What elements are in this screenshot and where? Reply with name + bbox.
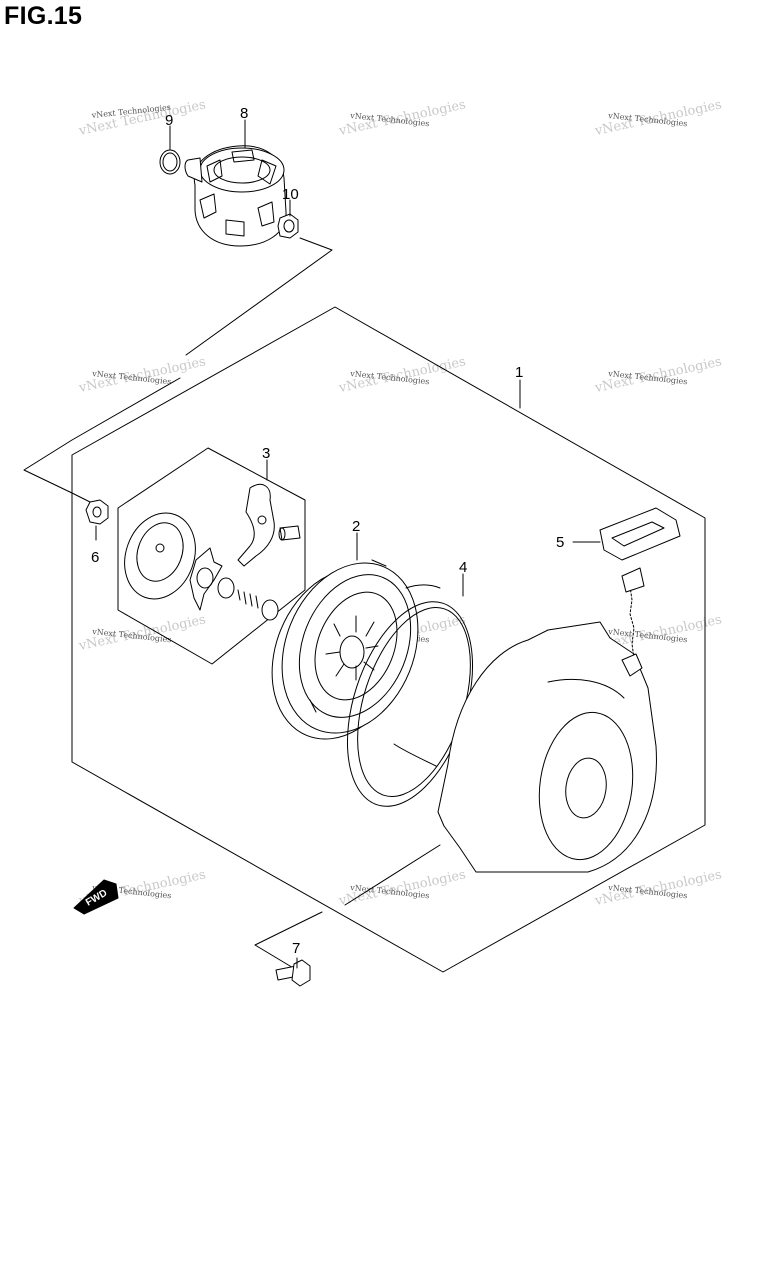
starter-rope bbox=[621, 585, 643, 677]
callout-1: 1 bbox=[515, 364, 523, 381]
callout-10: 10 bbox=[282, 186, 299, 203]
ratchet-guide bbox=[189, 547, 223, 611]
friction-plate bbox=[124, 512, 196, 600]
bolt-part-7 bbox=[275, 959, 311, 987]
callout-8: 8 bbox=[240, 105, 248, 122]
ratchet-kit-frame bbox=[117, 447, 306, 665]
ratchet-spring bbox=[217, 577, 279, 621]
starter-pulley-part-8 bbox=[184, 145, 287, 247]
starter-handle-part-5 bbox=[599, 507, 681, 593]
figure-title: FIG.15 bbox=[4, 2, 83, 30]
callout-7: 7 bbox=[292, 940, 300, 957]
starter-case bbox=[437, 621, 657, 873]
callout-3: 3 bbox=[262, 445, 270, 462]
callout-5: 5 bbox=[556, 534, 564, 551]
callout-4: 4 bbox=[459, 559, 467, 576]
rope-reel-part-2 bbox=[271, 559, 419, 740]
callout-9: 9 bbox=[165, 112, 173, 129]
callout-leaders bbox=[95, 119, 601, 969]
nut-part-6 bbox=[85, 499, 109, 525]
callout-6: 6 bbox=[91, 549, 99, 566]
dash-leader-lines bbox=[23, 237, 441, 973]
o-ring-part-9 bbox=[159, 149, 181, 175]
ratchet-pin bbox=[278, 525, 301, 541]
forward-arrow-icon bbox=[73, 879, 119, 915]
assembly-1-boundary bbox=[71, 306, 706, 973]
callout-2: 2 bbox=[352, 518, 360, 535]
flange-nut-part-10 bbox=[277, 213, 299, 239]
ratchet-pawl bbox=[237, 484, 275, 567]
